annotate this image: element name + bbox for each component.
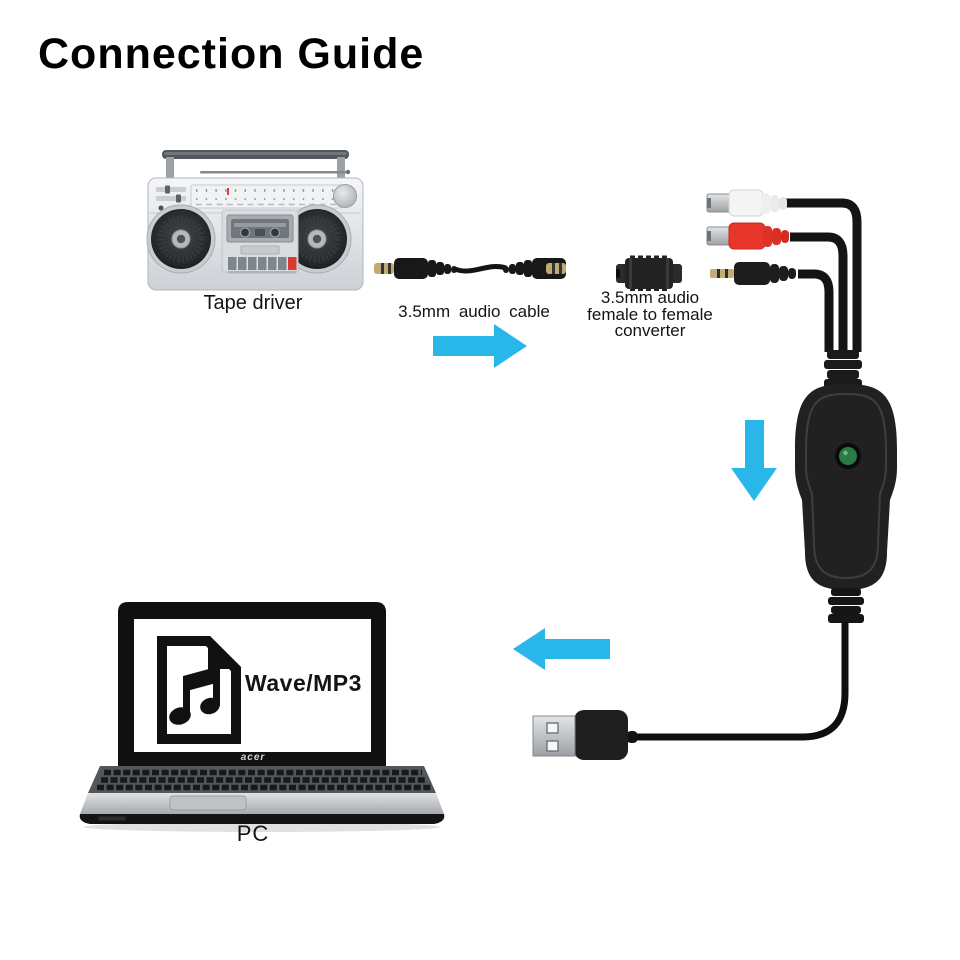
laptop-brand-logo: acer [240,752,266,763]
music-file-icon [157,636,241,744]
handle-post-left [166,157,174,183]
label-converter-line1: 3.5mm audio [600,288,700,307]
audio-cable-wire [454,264,507,274]
cassette-slot [240,245,280,255]
cassette-deck [221,209,299,274]
mini-jack-plug [710,262,834,352]
device-bottom-strain-relief [828,588,864,623]
speaker-left [146,204,216,274]
device-top-strain-relief [824,350,862,389]
laptop-trackpad [169,795,247,811]
tuner-needle [227,188,229,195]
label-tape-driver: Tape driver [203,292,303,314]
handle-post-right [337,157,345,183]
laptop-shadow [84,822,440,832]
speaker-right [282,204,352,274]
deck-buttons [228,257,297,274]
rca-red-cable [790,232,848,352]
label-pc: PC [236,821,270,846]
rca-jack-red [706,222,848,352]
laptop-icon [79,602,445,832]
led-indicator [835,443,861,469]
label-wave-mp3: Wave/MP3 [245,670,362,696]
boombox-controls [156,185,186,211]
audio-cable-icon [374,258,566,279]
rca-adapter-icon [706,189,862,352]
plug-tip-right [546,263,566,274]
boombox-tuner-dial [190,184,343,209]
label-converter: 3.5mm audio female to female converter [570,288,730,340]
laptop-palmrest [80,793,444,814]
capture-device-icon [634,350,897,741]
record-button [288,257,297,270]
boombox-antenna [200,171,348,174]
converter-barrel [625,258,673,289]
label-converter-line3: converter [614,321,686,340]
converter-icon [616,255,682,291]
boombox-icon [146,150,364,291]
plug-body-left [394,258,428,279]
arrow-right-icon [433,324,527,368]
arrow-left-icon [513,628,610,670]
antenna-tip [345,169,351,175]
label-converter-line2: female to female [587,304,713,324]
device-body [795,384,897,590]
mini-jack-cable [798,269,834,352]
usb-plug-body [574,710,628,760]
usb-plug-icon [532,710,638,760]
device-body-contour [805,392,887,580]
rca-white-cable [786,198,862,352]
tuning-knob [333,184,357,208]
page-title: Connection Guide [38,30,425,78]
label-audio-cable: 3.5mm audio cable [398,302,550,321]
usb-cable-wire [634,622,849,741]
arrow-down-icon [731,420,777,501]
boombox-handle-highlight [164,152,347,155]
rca-jack-white [706,189,862,352]
laptop-base [79,814,445,824]
